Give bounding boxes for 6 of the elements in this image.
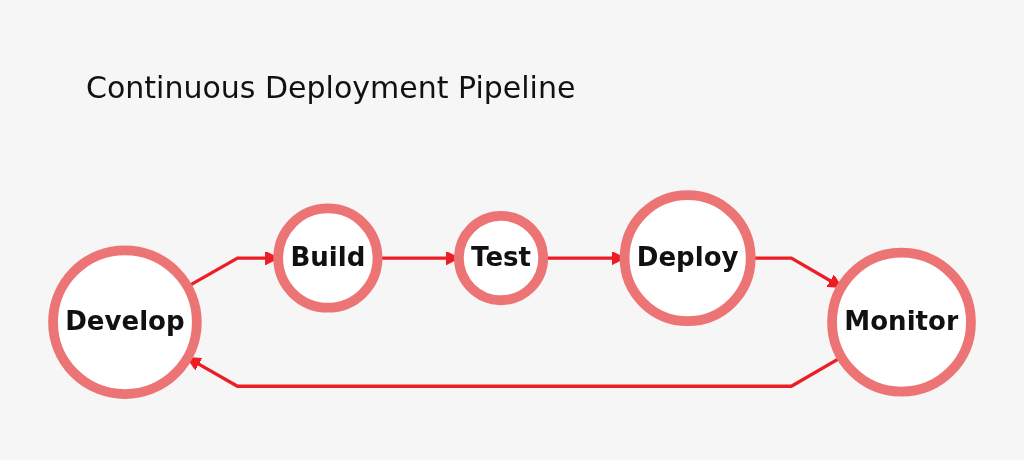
node-circle: Deploy (619, 190, 756, 327)
node-circle: Develop (48, 245, 202, 400)
node-circle: Monitor (827, 248, 976, 397)
node-circle: Build (273, 204, 383, 314)
node-circle: Test (454, 211, 549, 306)
diagram-title: Continuous Deployment Pipeline (86, 70, 576, 105)
